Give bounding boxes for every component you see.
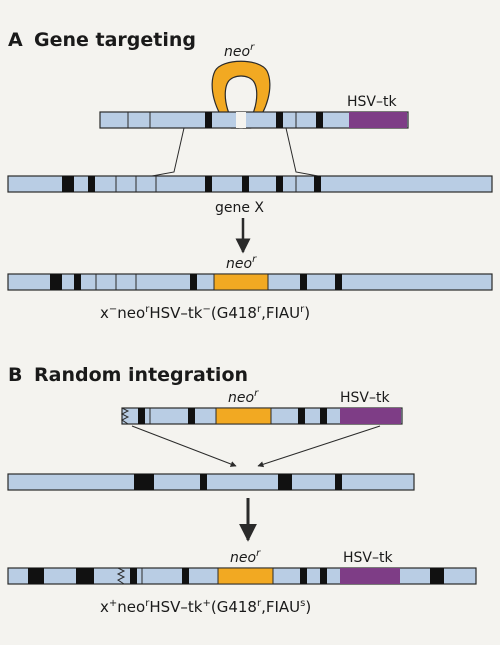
- integration-line-left: [131, 425, 237, 467]
- panel-b-letter: B: [8, 364, 22, 386]
- panel-b-result-hsvtk-cassette: [340, 568, 400, 584]
- panel-a-hsvtk-label: HSV–tk: [347, 94, 397, 110]
- panel-b-integrated-allele: [7, 567, 477, 585]
- homology-line-left: [151, 127, 185, 177]
- panel-b-genotype: x+neorHSV–tk+(G418r,FIAUs): [100, 598, 311, 616]
- panel-b-neo-cassette: [215, 407, 272, 425]
- panel-a-targeting-vector: [99, 111, 409, 129]
- panel-a-chromosome: [7, 175, 493, 193]
- homology-line-right: [285, 127, 319, 177]
- panel-b-hsvtk-label: HSV–tk: [340, 390, 390, 406]
- panel-b-result-hsvtk-label: HSV–tk: [343, 550, 393, 566]
- panel-b-hsvtk-cassette: [340, 408, 401, 424]
- panel-a-targeted-allele: [7, 273, 493, 291]
- panel-a-letter: A: [8, 29, 23, 51]
- panel-a-hsvtk-cassette: [349, 112, 407, 128]
- panel-a-neo-label: neor: [224, 42, 255, 60]
- integration-line-right: [257, 425, 381, 468]
- panel-b-targeting-vector: [120, 407, 403, 425]
- panel-a-neo-cassette: [213, 273, 269, 291]
- panel-a-title: Gene targeting: [34, 29, 196, 51]
- panel-b-result-neo-cassette: [217, 567, 274, 585]
- panel-a-result-neo-label: neor: [226, 254, 257, 272]
- panel-a-genotype: x−neorHSV–tk−(G418r,FIAUr): [100, 304, 310, 322]
- panel-b-chromosome: [7, 473, 415, 491]
- panel-b-neo-label: neor: [228, 388, 259, 406]
- gene-x-label: gene X: [215, 200, 264, 216]
- panel-b-title: Random integration: [34, 364, 248, 386]
- panel-b-result-neo-label: neor: [230, 548, 261, 566]
